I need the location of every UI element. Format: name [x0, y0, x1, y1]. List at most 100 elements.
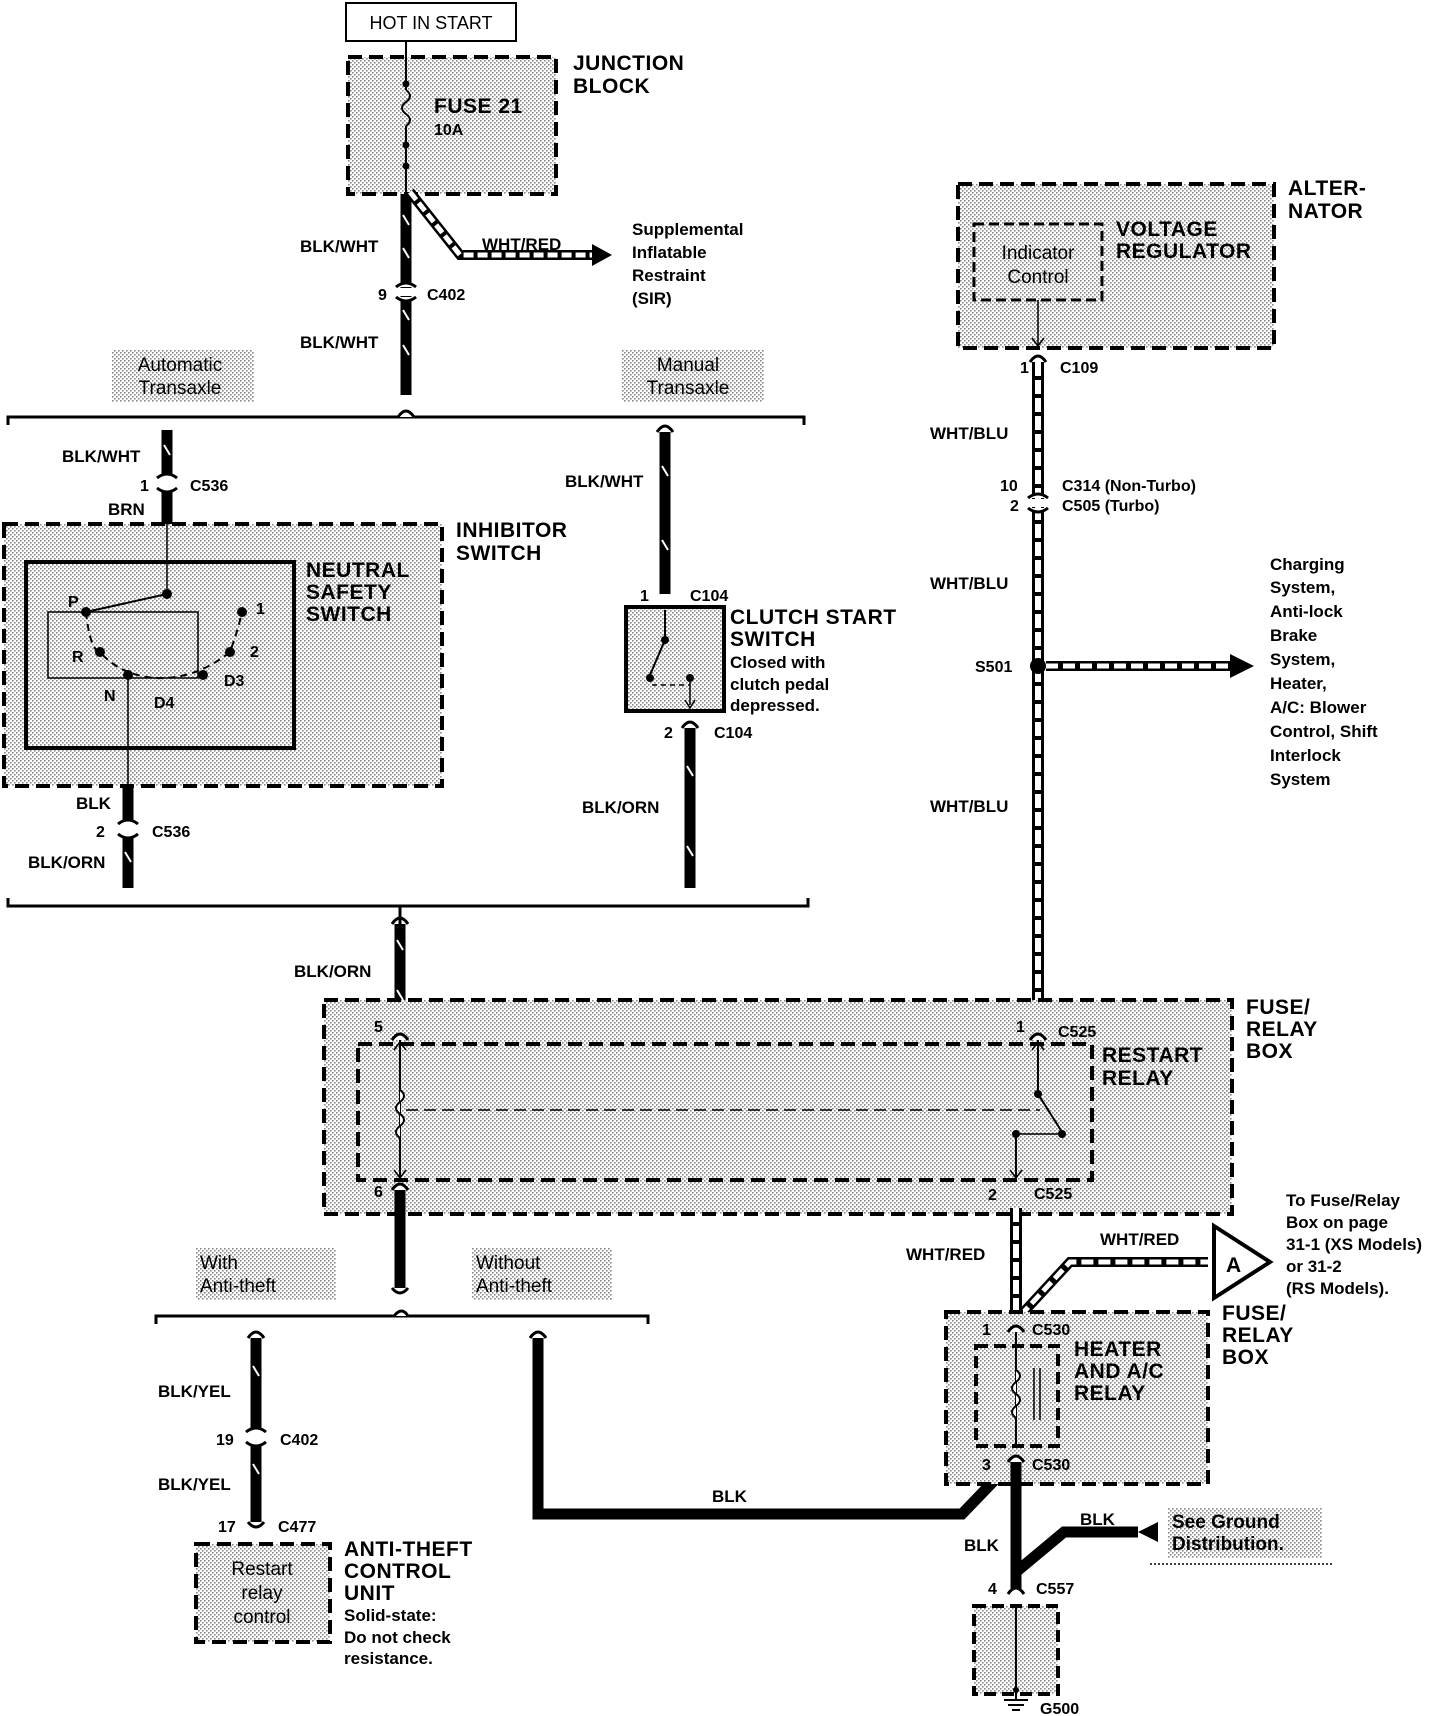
- offpage-a-label: A: [1226, 1254, 1242, 1277]
- wire-label-blk-yel-2: BLK/YEL: [158, 1475, 231, 1494]
- inhibitor-title-2: SWITCH: [456, 542, 542, 565]
- pin-19: 19: [216, 1432, 234, 1449]
- wire-label-blk-2: BLK: [712, 1487, 748, 1506]
- wire-manual-lower: 2 C104 BLK/ORN: [582, 720, 752, 888]
- switch-pos-r: R: [72, 649, 84, 666]
- nss-line-3: SWITCH: [306, 603, 392, 626]
- restart-relay-control-1: Restart: [231, 1559, 293, 1580]
- clutch-note-2: clutch pedal: [730, 675, 829, 694]
- fuse-relay-box-1-title-1: FUSE/: [1246, 996, 1310, 1019]
- connector-c505: C505 (Turbo): [1062, 498, 1159, 515]
- restart-relay-control-3: control: [233, 1607, 290, 1628]
- to-fuse-relay-5: (RS Models).: [1286, 1279, 1389, 1298]
- variant-automatic-2: Transaxle: [139, 378, 222, 399]
- variant-with-at-1: With: [200, 1253, 238, 1274]
- pin-2-c505: 2: [1010, 498, 1019, 515]
- wire-label-brn: BRN: [108, 500, 145, 519]
- connector-c536-top-symbol: [156, 472, 178, 494]
- see-ground-2: Distribution.: [1172, 1534, 1284, 1555]
- pin-2-c525: 2: [988, 1187, 997, 1204]
- fuse-relay-box-2-title-2: RELAY: [1222, 1324, 1294, 1347]
- fuse-relay-box-2-title-1: FUSE/: [1222, 1302, 1286, 1325]
- indicator-control-2: Control: [1007, 267, 1068, 288]
- wire-wht-red-sir: WHT/RED Supplemental Inflatable Restrain…: [406, 188, 743, 308]
- wire-label-blk-orn-1: BLK/ORN: [28, 853, 105, 872]
- connector-c530-bottom: C530: [1032, 1457, 1070, 1474]
- charging-line-4: Brake: [1270, 626, 1317, 645]
- to-fuse-relay-1: To Fuse/Relay: [1286, 1191, 1401, 1210]
- charging-line-7: A/C: Blower: [1270, 698, 1367, 717]
- switch-pos-1: 1: [256, 601, 265, 618]
- variant-without-at-1: Without: [476, 1253, 541, 1274]
- pin-1-c530: 1: [982, 1322, 991, 1339]
- pin-1-c104: 1: [640, 588, 649, 605]
- pin-4: 4: [988, 1581, 997, 1598]
- wire-blk-wht-main: BLK/WHT 9 C402 BLK/WHT: [300, 194, 465, 395]
- connector-c536-bottom-symbol: [117, 818, 139, 840]
- charging-line-6: Heater,: [1270, 674, 1327, 693]
- connector-c109: C109: [1060, 360, 1098, 377]
- anti-theft-title-1: ANTI-THEFT: [344, 1538, 473, 1561]
- clutch-note-1: Closed with: [730, 653, 825, 672]
- clutch-title-2: SWITCH: [730, 628, 816, 651]
- wire-label-wht-blu-3: WHT/BLU: [930, 797, 1008, 816]
- wire-blk-yel: BLK/YEL 19 C402 BLK/YEL 17 C477: [158, 1330, 318, 1536]
- variant-manual-1: Manual: [657, 355, 719, 376]
- variant-manual-2: Transaxle: [647, 378, 730, 399]
- indicator-control-1: Indicator: [1002, 243, 1076, 264]
- pin-1-c109: 1: [1020, 360, 1029, 377]
- connector-c402-b: C402: [280, 1432, 318, 1449]
- sir-line-2: Inflatable: [632, 243, 707, 262]
- switch-pos-2: 2: [250, 644, 259, 661]
- switch-pos-p: P: [68, 594, 79, 611]
- charging-line-10: System: [1270, 770, 1330, 789]
- wire-label-blk-3: BLK: [964, 1536, 1000, 1555]
- fuse-relay-box-2-title-3: BOX: [1222, 1346, 1269, 1369]
- connector-c525-bottom: C525: [1034, 1186, 1072, 1203]
- fuse-label: FUSE 21: [434, 95, 523, 118]
- alternator-title-1: ALTER-: [1288, 177, 1366, 200]
- connector-c530-top: C530: [1032, 1322, 1070, 1339]
- hot-in-start-box: HOT IN START: [345, 2, 517, 42]
- nss-line-1: NEUTRAL: [306, 559, 410, 582]
- junction-block-title-2: BLOCK: [573, 75, 650, 98]
- clutch-start-switch: CLUTCH START SWITCH Closed with clutch p…: [624, 605, 897, 715]
- sir-line-1: Supplemental: [632, 220, 743, 239]
- charging-line-2: System,: [1270, 578, 1335, 597]
- heater-relay-1: HEATER: [1074, 1338, 1162, 1361]
- transaxle-bracket: Automatic Transaxle Manual Transaxle: [6, 350, 806, 425]
- clutch-title-1: CLUTCH START: [730, 606, 897, 629]
- wire-label-wht-blu-1: WHT/BLU: [930, 424, 1008, 443]
- fuse-relay-box-restart: 5 1 C525 RESTART RELAY FUSE/ RELAY BOX 6…: [322, 996, 1317, 1216]
- restart-relay-1: RESTART: [1102, 1044, 1203, 1067]
- anti-theft-note-2: Do not check: [344, 1628, 451, 1647]
- to-fuse-relay-4: or 31-2: [1286, 1257, 1342, 1276]
- connector-c402b-symbol: [245, 1426, 267, 1448]
- wire-label-blk: BLK: [76, 794, 112, 813]
- restart-relay-control-2: relay: [241, 1583, 283, 1604]
- variant-with-at-2: Anti-theft: [200, 1276, 277, 1297]
- connector-c104-top: C104: [690, 588, 728, 605]
- to-fuse-relay-3: 31-1 (XS Models): [1286, 1235, 1422, 1254]
- pin-1-c525: 1: [1016, 1019, 1025, 1036]
- charging-line-3: Anti-lock: [1270, 602, 1343, 621]
- wire-blk-ground: BLK BLK See Ground Distribution. 4 C557: [964, 1454, 1332, 1598]
- wire-label-blk-wht-4: BLK/WHT: [565, 472, 644, 491]
- anti-theft-note-1: Solid-state:: [344, 1606, 437, 1625]
- connector-c314-symbol: [1027, 492, 1049, 514]
- heater-relay-2: AND A/C: [1074, 1360, 1164, 1383]
- junction-block-title: JUNCTION: [573, 52, 684, 75]
- fuse-rating: 10A: [434, 122, 464, 139]
- junction-block: FUSE 21 10A JUNCTION BLOCK: [346, 41, 684, 196]
- charging-line-8: Control, Shift: [1270, 722, 1378, 741]
- splice-s501-label: S501: [975, 659, 1012, 676]
- see-ground-1: See Ground: [1172, 1512, 1280, 1533]
- nss-line-2: SAFETY: [306, 581, 392, 604]
- wire-label-blk-wht-1: BLK/WHT: [300, 237, 379, 256]
- connector-c402-label: C402: [427, 287, 465, 304]
- inhibitor-switch: P R N D4 D3 2 1 NEUTRAL SAFETY SWITCH IN…: [2, 519, 567, 788]
- fuse-relay-box-heater: 1 C530 HEATER AND A/C RELAY 3 C530 FUSE/…: [944, 1302, 1294, 1486]
- ground-g500: G500: [972, 1604, 1079, 1716]
- connector-c314: C314 (Non-Turbo): [1062, 478, 1196, 495]
